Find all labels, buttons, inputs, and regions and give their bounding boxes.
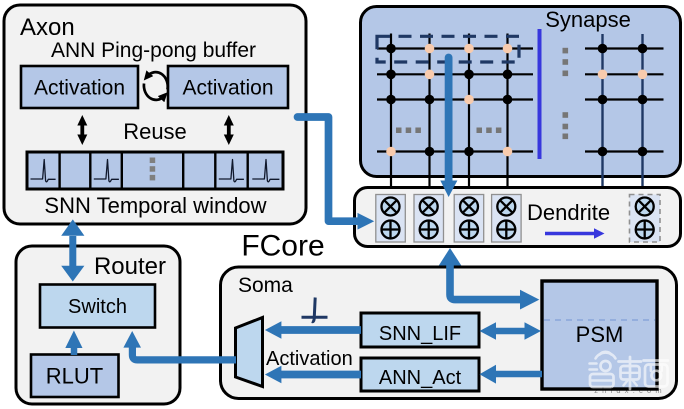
svg-text:RLUT: RLUT bbox=[46, 364, 103, 389]
svg-text:ANN Ping-pong buffer: ANN Ping-pong buffer bbox=[51, 39, 256, 62]
svg-text:Synapse: Synapse bbox=[545, 7, 631, 32]
svg-text:Switch: Switch bbox=[68, 296, 127, 318]
svg-text:Dendrite: Dendrite bbox=[527, 200, 610, 225]
svg-text:Activation: Activation bbox=[266, 348, 353, 370]
svg-text:PSM: PSM bbox=[576, 322, 624, 347]
svg-text:Reuse: Reuse bbox=[123, 119, 187, 144]
svg-text:ANN_Act: ANN_Act bbox=[379, 367, 462, 389]
svg-text:SNN Temporal window: SNN Temporal window bbox=[44, 193, 266, 218]
svg-text:FCore: FCore bbox=[241, 230, 324, 263]
svg-text:Router: Router bbox=[94, 253, 166, 280]
svg-text:SNN_LIF: SNN_LIF bbox=[379, 323, 461, 345]
svg-text:Axon: Axon bbox=[20, 14, 75, 41]
svg-text:Activation: Activation bbox=[182, 77, 273, 100]
svg-text:zhidx.com: zhidx.com bbox=[594, 386, 666, 395]
svg-text:Soma: Soma bbox=[238, 274, 293, 297]
svg-text:Activation: Activation bbox=[34, 77, 125, 100]
